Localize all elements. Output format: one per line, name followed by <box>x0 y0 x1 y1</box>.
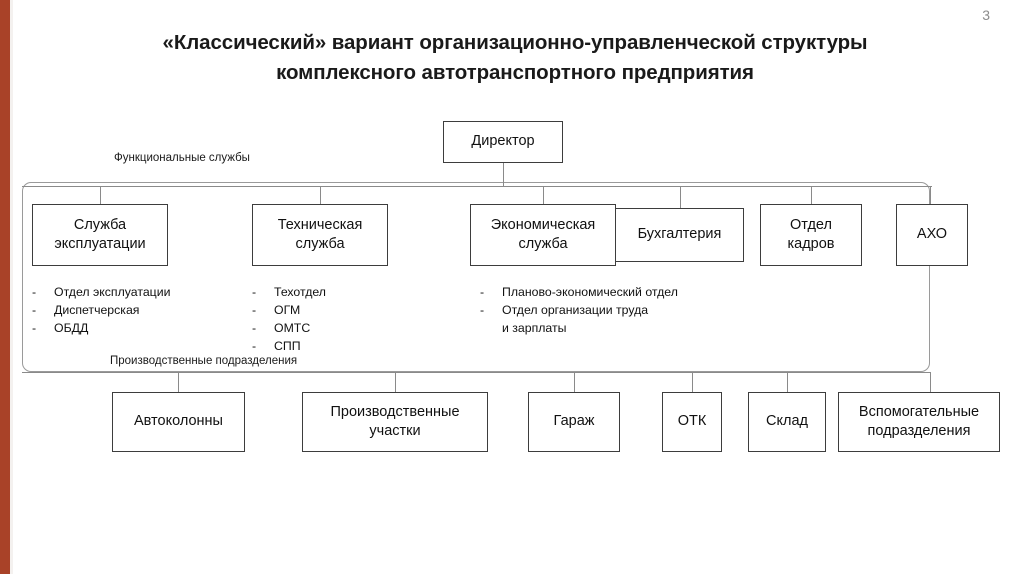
functional-services-container <box>22 182 930 372</box>
sublist-technical-item-0: Техотдел <box>274 285 326 299</box>
connector-stem-hr <box>811 186 812 204</box>
connector-stem-auxiliary <box>930 372 931 392</box>
node-operations-service-line-1: Служба <box>73 216 127 233</box>
node-quality-control-label: ОТК <box>677 413 707 430</box>
node-garage-label: Гараж <box>553 413 595 430</box>
node-technical-service-line-2: служба <box>295 236 345 252</box>
node-quality-control[interactable]: ОТК <box>662 392 722 452</box>
node-economic-service-line-1: Экономическая <box>490 216 596 233</box>
node-garage[interactable]: Гараж <box>528 392 620 452</box>
connector-run-aho <box>908 186 932 187</box>
node-accounting-label: Бухгалтерия <box>637 226 722 243</box>
sublist-operations-item-0: Отдел эксплуатации <box>54 285 171 299</box>
node-director-label: Директор <box>471 133 535 150</box>
sublist-operations-item-1: Диспетчерская <box>54 302 140 317</box>
caption-functional-services: Функциональные службы <box>110 152 254 164</box>
list-item: - Техотдел <box>252 284 326 302</box>
connector-stem-warehouse <box>787 372 788 392</box>
node-hr-department-line-2: кадров <box>787 236 835 252</box>
node-operations-service[interactable]: Служба эксплуатации <box>32 204 168 266</box>
bullet-dash-icon: - <box>480 285 485 299</box>
list-item: - ОБДД <box>32 320 170 338</box>
connector-stem-qc <box>692 372 693 392</box>
node-hr-department-line-1: Отдел <box>790 216 832 233</box>
sublist-technical-item-2: ОМТС <box>274 320 311 335</box>
bullet-dash-icon: - <box>32 285 37 299</box>
node-motor-columns[interactable]: Автоколонны <box>112 392 245 452</box>
sublist-economic-item-0: Планово-экономический отдел <box>502 285 678 299</box>
node-aho-label: АХО <box>916 226 948 243</box>
list-item: - Отдел организации труда <box>480 302 678 320</box>
connector-stem-technical <box>320 186 321 204</box>
page-number: 3 <box>982 7 990 23</box>
bullet-dash-icon: - <box>252 302 257 317</box>
node-auxiliary-units-line-2: подразделения <box>867 423 971 439</box>
connector-stem-accounting <box>680 186 681 208</box>
node-economic-service[interactable]: Экономическая служба <box>470 204 616 266</box>
page-title: «Классический» вариант организационно-уп… <box>84 28 946 89</box>
bullet-dash-icon: - <box>480 302 485 317</box>
node-production-sites-line-1: Производственные <box>330 403 460 420</box>
list-item: - Диспетчерская <box>32 302 170 320</box>
list-item: - ОГМ <box>252 302 326 320</box>
page-title-line-2: комплексного автотранспортного предприят… <box>276 61 754 85</box>
list-item: - СПП <box>252 338 326 356</box>
bullet-dash-icon: - <box>32 320 37 335</box>
bullet-dash-icon: - <box>32 302 37 317</box>
bullet-dash-icon: - <box>252 285 257 299</box>
node-hr-department[interactable]: Отдел кадров <box>760 204 862 266</box>
left-accent-stripe-shadow <box>10 0 13 574</box>
sublist-technical-item-3: СПП <box>274 338 301 353</box>
connector-stem-operations <box>100 186 101 204</box>
node-auxiliary-units[interactable]: Вспомогательные подразделения <box>838 392 1000 452</box>
bullet-dash-icon: - <box>252 338 257 353</box>
connector-stem-garage <box>574 372 575 392</box>
left-accent-stripe <box>0 0 10 574</box>
sublist-technical-item-1: ОГМ <box>274 302 301 317</box>
node-auxiliary-units-line-1: Вспомогательные <box>858 403 980 420</box>
connector-director-stem <box>503 163 504 186</box>
sublist-technical: - Техотдел - ОГМ - ОМТС - СПП <box>252 284 326 356</box>
node-accounting[interactable]: Бухгалтерия <box>615 208 744 262</box>
node-motor-columns-label: Автоколонны <box>134 413 223 430</box>
list-item: - ОМТС <box>252 320 326 338</box>
node-production-sites-line-2: участки <box>369 423 421 439</box>
bullet-dash-icon: - <box>252 320 257 335</box>
sublist-operations: - Отдел эксплуатации - Диспетчерская - О… <box>32 284 170 338</box>
node-economic-service-line-2: служба <box>518 236 568 252</box>
list-item: - Планово-экономический отдел <box>480 284 678 302</box>
connector-functional-bus <box>22 186 930 187</box>
sublist-economic-item-1: Отдел организации труда <box>502 302 649 317</box>
list-item: - Отдел эксплуатации <box>32 284 170 302</box>
node-technical-service-line-1: Техническая <box>277 216 363 233</box>
caption-production-units: Производственные подразделения <box>106 355 302 367</box>
node-aho[interactable]: АХО <box>896 204 968 266</box>
sublist-economic: - Планово-экономический отдел - Отдел ор… <box>480 284 678 338</box>
node-warehouse-label: Склад <box>766 413 808 430</box>
node-director[interactable]: Директор <box>443 121 563 163</box>
connector-production-bus <box>22 372 930 373</box>
connector-stem-aho <box>930 186 931 204</box>
sublist-operations-item-2: ОБДД <box>54 320 89 335</box>
node-warehouse[interactable]: Склад <box>748 392 826 452</box>
connector-stem-motor-columns <box>178 372 179 392</box>
page-title-line-1: «Классический» вариант организационно-уп… <box>162 31 868 54</box>
node-technical-service[interactable]: Техническая служба <box>252 204 388 266</box>
connector-stem-economic <box>543 186 544 204</box>
node-production-sites[interactable]: Производственные участки <box>302 392 488 452</box>
sublist-economic-continuation: и зарплаты <box>502 320 567 335</box>
node-operations-service-line-2: эксплуатации <box>54 236 146 252</box>
connector-stem-production-sites <box>395 372 396 392</box>
